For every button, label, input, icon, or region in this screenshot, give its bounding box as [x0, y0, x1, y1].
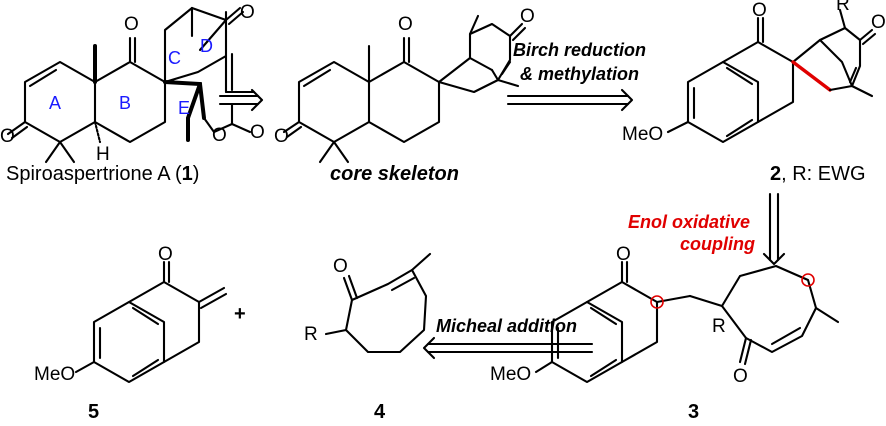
arrow-label-enol-oxidative: Enol oxidative — [628, 212, 750, 232]
compound-5-oxygen: O — [158, 244, 173, 265]
compound-1-oxygen-2: O — [124, 14, 139, 35]
arrow-label-birch: Birch reduction — [513, 40, 646, 60]
compound-5-methoxy: MeO — [34, 364, 75, 385]
compound-3-oxygen-2: O — [733, 366, 748, 387]
core-oxygen-1: O — [274, 126, 289, 147]
compound-5-structure — [74, 260, 228, 384]
retro-arrow-4 — [422, 336, 594, 360]
compound-5-caption: 5 — [88, 401, 99, 423]
ring-label-d: D — [200, 36, 213, 56]
core-oxygen-3: O — [520, 6, 535, 27]
arrow-label-micheal-addition: Micheal addition — [436, 316, 577, 336]
compound-4-caption: 4 — [374, 401, 386, 423]
compound-1-oxygen-1: O — [0, 126, 15, 147]
compound-2-methoxy: MeO — [622, 124, 663, 145]
compound-1-caption: Spiroaspertrione A (1) — [6, 163, 199, 185]
retro-arrow-3 — [762, 192, 786, 266]
compound-4-structure — [324, 252, 432, 354]
compound-3-caption: 3 — [688, 401, 699, 423]
core-oxygen-2: O — [398, 14, 413, 35]
compound-1-oxygen-4: O — [212, 125, 227, 146]
compound-4-substituent-r: R — [304, 324, 318, 345]
ring-label-c: C — [168, 48, 181, 68]
arrow-label-coupling: coupling — [680, 234, 755, 254]
compound-2-structure — [666, 8, 877, 144]
plus-sign: + — [234, 303, 246, 325]
compound-3-methoxy: MeO — [490, 364, 531, 385]
compound-1-hydrogen: H — [96, 144, 110, 165]
compound-1-oxygen-5: O — [250, 122, 265, 143]
retro-arrow-2 — [506, 88, 634, 112]
ring-label-a: A — [49, 93, 61, 113]
compound-3-oxygen-1: O — [616, 244, 631, 265]
arrow-label-methylation: & methylation — [520, 64, 639, 84]
core-skeleton-caption: core skeleton — [330, 163, 459, 185]
retro-arrow-1 — [218, 88, 264, 112]
compound-2-oxygen-1: O — [752, 0, 767, 21]
compound-2-caption: 2, R: EWG — [770, 163, 866, 185]
compound-2-substituent-r: R — [836, 0, 850, 15]
compound-4-oxygen: O — [333, 256, 348, 277]
ring-label-e: E — [178, 98, 190, 118]
compound-3-structure — [534, 260, 840, 384]
ring-label-b: B — [119, 93, 131, 113]
compound-2-oxygen-2: O — [871, 12, 886, 33]
compound-1-oxygen-3: O — [240, 2, 255, 23]
compound-3-coupling-site-1 — [650, 295, 664, 309]
compound-3-substituent-r: R — [712, 316, 726, 337]
compound-1-structure — [6, 6, 256, 164]
compound-3-coupling-site-2 — [801, 273, 815, 287]
core-skeleton-structure — [282, 14, 527, 164]
